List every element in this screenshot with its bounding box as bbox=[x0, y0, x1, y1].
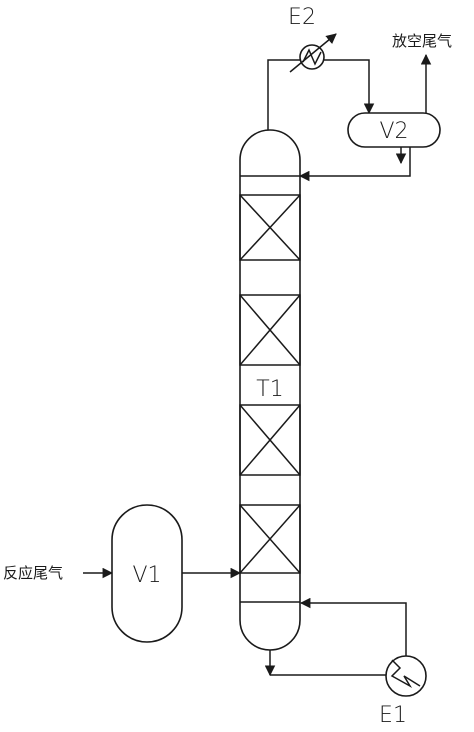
overhead-vapor-line bbox=[267, 59, 300, 130]
column-tag: T1 bbox=[256, 377, 283, 402]
condenser-tag: E2 bbox=[288, 5, 316, 30]
packed-bed-3 bbox=[239, 404, 301, 476]
packed-bed-1 bbox=[239, 194, 301, 261]
reflux-drum-v2 bbox=[347, 112, 441, 148]
vent-label: 放空尾气 bbox=[392, 32, 452, 50]
feed-drum-tag: V1 bbox=[132, 563, 161, 588]
condenser-outlet-line bbox=[324, 59, 375, 115]
reboiler-e1 bbox=[385, 655, 427, 697]
reflux-return-line bbox=[298, 147, 411, 182]
reflux-drum-tag: V2 bbox=[379, 119, 408, 144]
packed-bed-4 bbox=[239, 504, 301, 574]
condenser-e2 bbox=[289, 33, 337, 73]
packed-bed-2 bbox=[239, 294, 301, 366]
reboiler-tag: E1 bbox=[379, 703, 407, 728]
feed-label: 反应尾气 bbox=[3, 564, 63, 582]
reboiler-vapor-return-line bbox=[299, 597, 407, 656]
